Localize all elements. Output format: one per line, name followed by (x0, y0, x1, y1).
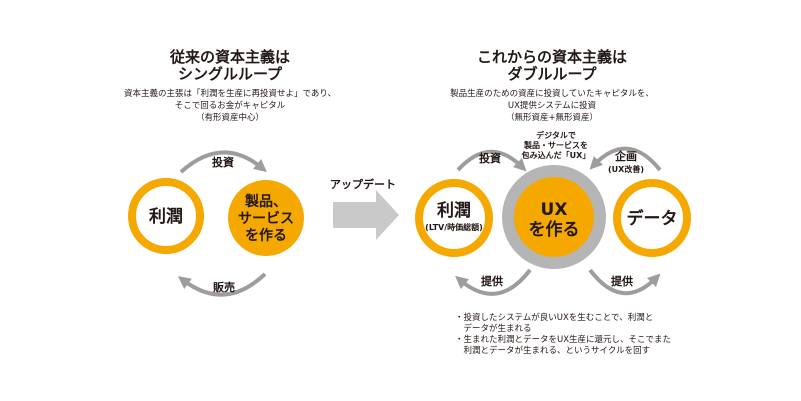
provide-left-label: 提供 (481, 274, 503, 288)
right-invest-label: 投資 (479, 151, 501, 165)
profit-node (128, 178, 204, 254)
note-line: 利潤とデータが生まれる、というサイクルを回す (455, 345, 650, 356)
data-label: データ (627, 208, 678, 229)
right-desc-line1: 製品生産のための資産に投資していたキャピタルを、 (450, 88, 654, 99)
single-loop-section: 従来の資本主義は シングルループ 資本主義の主張は「利潤を生産に再投資せよ」であ… (124, 48, 336, 297)
left-desc-line2: そこで回るお金がキャピタル (175, 100, 286, 111)
provide-arrow-left (455, 268, 532, 296)
note-line: ・投資したシステムが良いUXを生むことで、利潤と (455, 312, 653, 323)
right-profit-sub: (LTV/時価総額) (425, 222, 483, 232)
ux-note-line1: デジタルで (536, 130, 576, 140)
right-title-line1: これからの資本主義は (477, 48, 627, 66)
plan-arrow (589, 146, 662, 172)
right-title-line2: ダブルループ (507, 65, 597, 83)
ux-line2: を作る (529, 219, 580, 240)
left-title-line2: シングルループ (178, 65, 283, 83)
product-node (228, 180, 304, 256)
sales-arrow (177, 272, 267, 297)
ux-line1: UX (541, 200, 568, 220)
ux-note-line2: 製品・サービスを (523, 140, 588, 150)
left-desc-line3: （有形資産中心） (196, 112, 264, 123)
double-loop-section: これからの資本主義は ダブルループ 製品生産のための資産に投資していたキャピタル… (415, 48, 691, 356)
note-line: データが生まれる (455, 323, 532, 334)
provide-right-label: 提供 (611, 274, 633, 288)
invest-arrow (179, 150, 267, 174)
right-desc-line3: （無形資産+無形資産） (506, 112, 598, 123)
left-sales-label: 販売 (213, 280, 235, 294)
product-line3: を作る (245, 227, 287, 244)
plan-label: 企画 (614, 149, 637, 163)
product-line2: サービス (238, 211, 294, 227)
data-node (613, 179, 691, 257)
right-profit-label: 利潤 (437, 200, 471, 221)
invest-arrow (456, 149, 527, 172)
left-invest-label: 投資 (212, 155, 234, 169)
left-desc-line1: 資本主義の主張は「利潤を生産に再投資せよ」であり、 (124, 88, 336, 99)
product-line1: 製品、 (244, 193, 287, 210)
right-desc-line2: UX提供システムに投資 (508, 100, 596, 111)
ux-node (502, 165, 606, 269)
profit-node (415, 179, 493, 257)
note-line: ・生まれた利潤とデータをUX生産に還元し、そこでまた (455, 334, 671, 345)
update-label: アップデート (330, 177, 396, 191)
provide-arrow-right (588, 268, 661, 296)
left-title-line1: 従来の資本主義は (169, 48, 290, 66)
plan-sub-label: (UX改善) (608, 164, 644, 174)
left-profit-label: 利潤 (149, 206, 183, 227)
update-arrow-icon (333, 190, 399, 240)
ux-note-line3: 包み込んだ「UX」 (521, 150, 591, 160)
